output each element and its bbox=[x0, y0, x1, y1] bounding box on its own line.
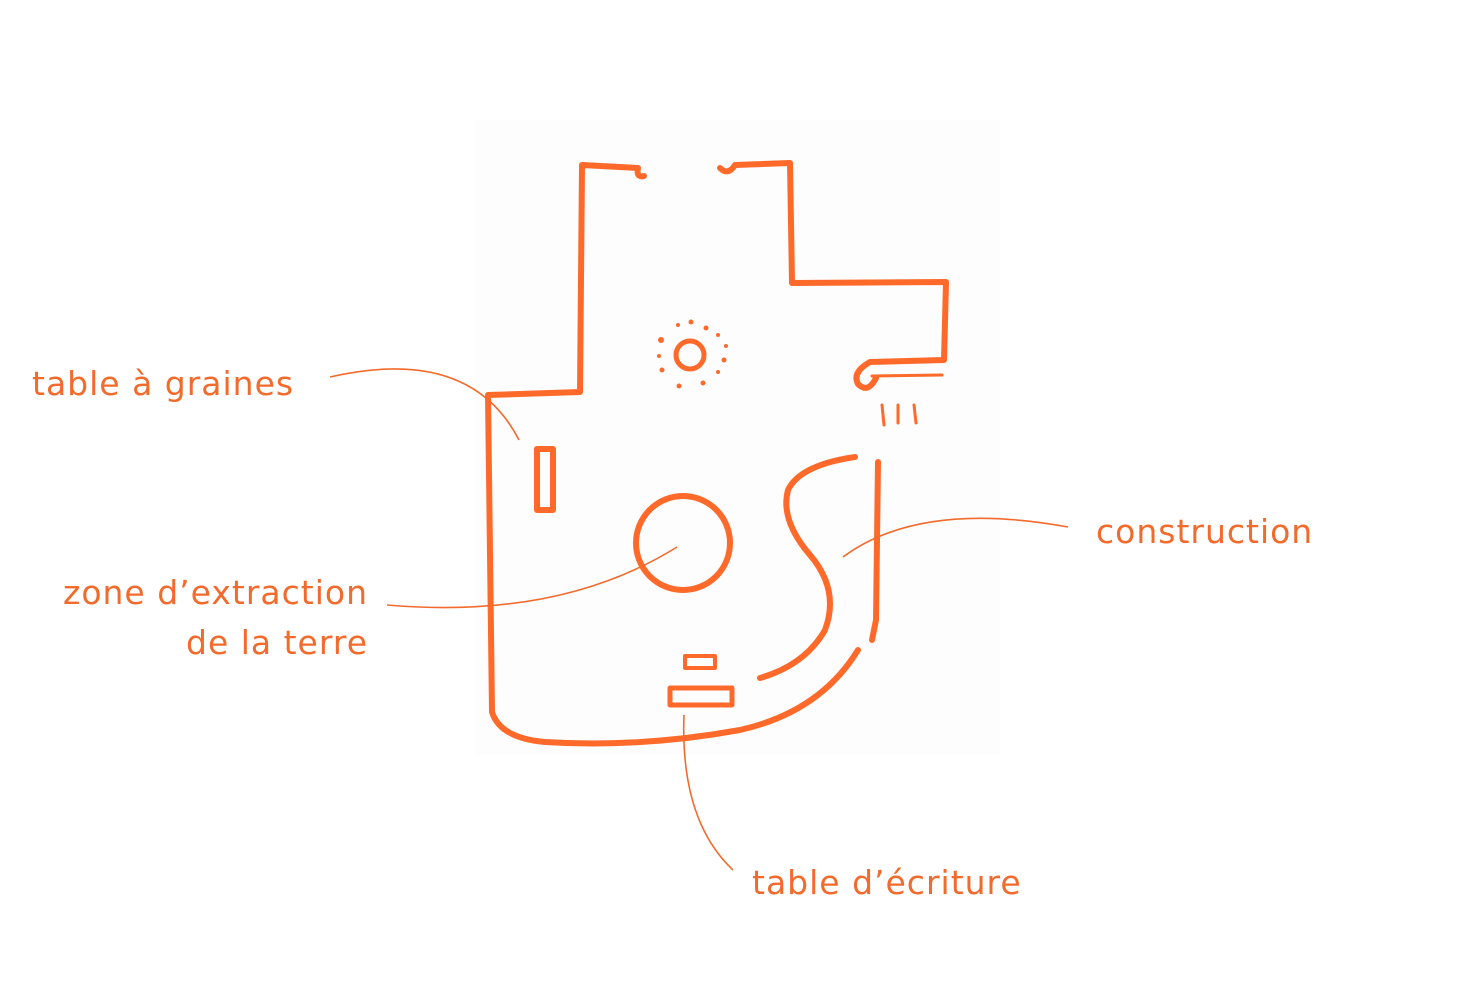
outer-wall-right bbox=[717, 160, 949, 391]
label-seed-table: table à graines bbox=[32, 364, 295, 403]
writing-table bbox=[667, 685, 735, 708]
label-writing-table: table d’écriture bbox=[752, 863, 1022, 902]
leader-construction bbox=[842, 517, 1069, 558]
outer-wall-left bbox=[485, 162, 861, 747]
seed-table bbox=[534, 446, 556, 513]
fire-pit-dots bbox=[657, 319, 728, 389]
construction-curve bbox=[757, 454, 858, 681]
leader-lines bbox=[329, 368, 1069, 871]
leader-writing-table bbox=[682, 714, 734, 871]
leader-seed-table bbox=[329, 368, 520, 441]
sketch-paper bbox=[475, 120, 1000, 755]
label-extraction-line1: zone d’extraction bbox=[63, 573, 368, 612]
inner-wall-right bbox=[869, 459, 881, 643]
label-construction: construction bbox=[1096, 512, 1314, 551]
label-extraction-line2: de la terre bbox=[186, 623, 368, 662]
leader-extraction bbox=[386, 546, 678, 609]
earth-extraction-zone bbox=[633, 493, 733, 593]
ticks bbox=[870, 373, 944, 427]
fire-pit bbox=[673, 338, 707, 372]
small-table bbox=[683, 654, 717, 670]
